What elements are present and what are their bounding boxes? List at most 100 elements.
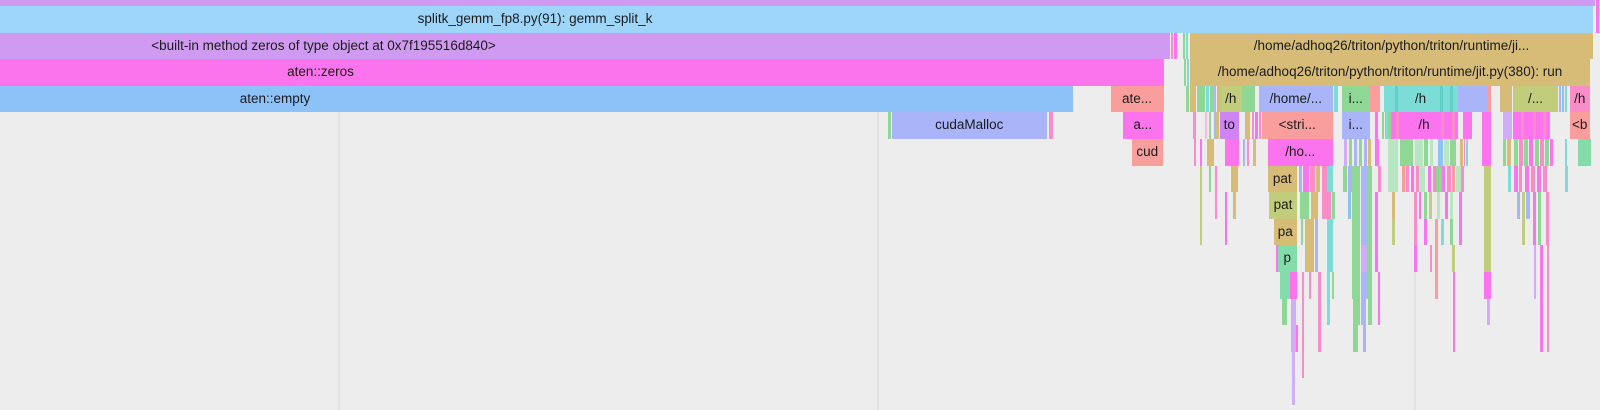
flame-frame[interactable] <box>1388 165 1398 193</box>
flame-frame[interactable] <box>1367 218 1372 246</box>
flame-frame[interactable] <box>1487 85 1491 113</box>
flame-frame[interactable] <box>1204 112 1207 139</box>
flame-frame[interactable] <box>1537 165 1541 193</box>
flame-frame-labeled[interactable]: splitk_gemm_fp8.py(91): gemm_split_k <box>0 6 1593 33</box>
flame-frame[interactable] <box>1209 85 1214 113</box>
flame-frame[interactable] <box>1230 165 1238 193</box>
flame-frame-labeled[interactable]: /h <box>1390 112 1458 139</box>
flame-frame[interactable] <box>1483 245 1491 272</box>
flame-frame[interactable] <box>1533 272 1536 299</box>
flame-frame[interactable] <box>1291 351 1295 379</box>
flame-frame-labeled[interactable]: pat <box>1267 165 1297 193</box>
flame-frame[interactable] <box>1196 85 1205 113</box>
flame-frame[interactable] <box>1419 165 1425 193</box>
flame-frame[interactable] <box>1199 165 1202 193</box>
flame-frame[interactable] <box>1290 298 1296 326</box>
flame-frame[interactable] <box>1318 298 1321 326</box>
flame-frame[interactable] <box>1452 272 1455 299</box>
flame-frame[interactable] <box>1546 218 1549 246</box>
flame-frame[interactable] <box>1429 245 1432 272</box>
flame-frame[interactable] <box>1533 218 1536 246</box>
flame-frame[interactable] <box>1247 139 1249 166</box>
flame-frame[interactable] <box>1305 245 1314 272</box>
flame-frame[interactable] <box>1183 59 1186 86</box>
flame-frame[interactable] <box>1445 192 1448 219</box>
flame-frame[interactable] <box>1483 218 1491 246</box>
flame-frame[interactable] <box>1540 272 1543 299</box>
flame-frame[interactable] <box>1524 139 1528 166</box>
flame-frame[interactable] <box>1367 165 1372 193</box>
flame-frame[interactable] <box>1301 298 1304 326</box>
flame-frame[interactable] <box>1565 165 1568 193</box>
flame-frame[interactable] <box>1367 192 1372 219</box>
flame-frame[interactable] <box>1303 165 1309 193</box>
flame-frame[interactable] <box>1322 192 1331 219</box>
flame-frame[interactable] <box>1531 165 1535 193</box>
flame-frame[interactable] <box>1292 378 1295 405</box>
flame-frame[interactable] <box>1508 165 1511 193</box>
flame-frame[interactable] <box>1513 139 1518 166</box>
flame-frame[interactable] <box>1546 272 1549 299</box>
flame-frame-labeled[interactable]: p <box>1277 245 1297 272</box>
flame-frame[interactable] <box>0 0 1595 6</box>
flame-frame[interactable] <box>1434 245 1438 272</box>
flame-frame[interactable] <box>1521 112 1524 139</box>
flame-frame[interactable] <box>1327 165 1333 193</box>
flame-frame[interactable] <box>1387 112 1391 139</box>
flame-frame[interactable] <box>1186 59 1189 86</box>
flame-frame[interactable] <box>1546 298 1549 326</box>
flame-frame[interactable] <box>1243 139 1245 166</box>
flame-frame[interactable] <box>1533 245 1536 272</box>
flame-frame-labeled[interactable]: <built-in method zeros of type object at… <box>0 32 1170 60</box>
flame-frame[interactable] <box>1499 85 1512 113</box>
flame-frame[interactable] <box>1543 112 1546 139</box>
flame-frame[interactable] <box>1533 112 1536 139</box>
flame-frame[interactable] <box>1434 218 1438 246</box>
flame-frame[interactable] <box>1517 192 1520 219</box>
flame-frame[interactable] <box>1171 32 1173 60</box>
flame-frame[interactable] <box>1318 325 1321 352</box>
flame-frame[interactable] <box>1540 245 1543 272</box>
flame-frame[interactable] <box>1463 139 1465 166</box>
flame-frame[interactable] <box>1215 165 1217 193</box>
flame-frame[interactable] <box>1186 85 1189 113</box>
flame-frame[interactable] <box>1281 298 1287 326</box>
flame-frame[interactable] <box>1327 218 1333 246</box>
flame-frame[interactable] <box>1564 85 1567 113</box>
flame-frame[interactable] <box>1370 85 1380 113</box>
flame-frame[interactable] <box>1564 139 1567 166</box>
flame-frame[interactable] <box>1450 192 1453 219</box>
flame-frame[interactable] <box>1503 139 1506 166</box>
flame-frame[interactable] <box>1315 165 1320 193</box>
flame-frame[interactable] <box>1388 139 1398 166</box>
flame-frame[interactable] <box>1352 165 1360 193</box>
flame-frame[interactable] <box>1461 165 1464 193</box>
flame-frame[interactable] <box>1438 139 1443 166</box>
flame-frame-labeled[interactable]: /h <box>1569 85 1590 113</box>
flame-frame[interactable] <box>1525 165 1529 193</box>
flame-frame[interactable] <box>1395 85 1398 113</box>
flame-frame[interactable] <box>1321 165 1327 193</box>
flame-frame[interactable] <box>1452 112 1455 139</box>
flame-frame[interactable] <box>1315 218 1318 246</box>
flame-frame[interactable] <box>1199 139 1202 166</box>
flame-frame-labeled[interactable]: i... <box>1341 112 1370 139</box>
flame-frame[interactable] <box>1521 192 1525 219</box>
flame-frame[interactable] <box>1367 139 1371 166</box>
flame-frame-labeled[interactable]: aten::zeros <box>0 59 1164 86</box>
flame-frame[interactable] <box>1360 192 1367 219</box>
flame-frame[interactable] <box>1251 112 1254 139</box>
flame-frame[interactable] <box>1363 325 1366 352</box>
flame-frame[interactable] <box>1441 112 1444 139</box>
flame-frame-labeled[interactable]: /ho... <box>1267 139 1333 166</box>
flame-frame[interactable] <box>1529 139 1533 166</box>
flame-frame[interactable] <box>1483 192 1491 219</box>
flame-frame[interactable] <box>1518 139 1523 166</box>
flame-frame[interactable] <box>1418 192 1421 219</box>
flame-frame[interactable] <box>1450 85 1453 113</box>
flame-frame[interactable] <box>1305 218 1314 246</box>
flame-frame-labeled[interactable]: cudaMalloc <box>891 112 1047 139</box>
flame-frame[interactable] <box>1441 218 1444 246</box>
flame-frame-labeled[interactable]: cud <box>1131 139 1163 166</box>
